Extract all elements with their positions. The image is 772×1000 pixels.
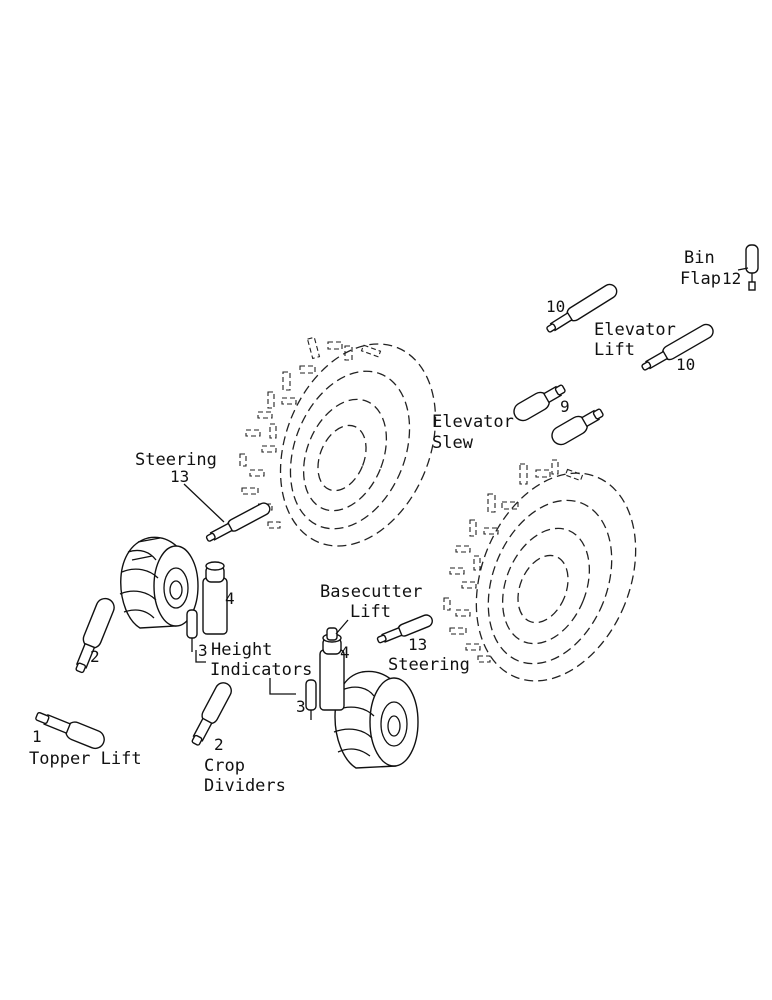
number-1: 1 — [32, 727, 42, 746]
label-elevator-lift-1: Elevator — [594, 320, 676, 340]
number-4-left: 4 — [225, 589, 235, 608]
number-10-upper: 10 — [546, 297, 566, 316]
cylinder-crop-bottom — [191, 682, 232, 746]
label-flap: Flap — [680, 269, 721, 289]
large-tire-left — [239, 336, 437, 547]
cylinder-topper-lift — [35, 711, 105, 750]
cylinder-elevator-lift-lower — [641, 323, 714, 371]
label-elevator-slew-2: Slew — [432, 433, 473, 453]
number-13-right: 13 — [408, 635, 428, 654]
cylinder-height-left — [186, 609, 198, 652]
label-basecutter-2: Lift — [350, 602, 391, 622]
cylinder-steering-left — [205, 502, 271, 542]
number-12: 12 — [722, 269, 742, 288]
cylinder-height-right — [305, 679, 317, 720]
number-9: 9 — [560, 397, 570, 416]
label-elevator-lift-2: Lift — [594, 340, 635, 360]
label-elevator-slew-1: Elevator — [432, 412, 514, 432]
cylinder-elevator-lift-upper — [546, 283, 618, 333]
number-2-bottom: 2 — [214, 735, 224, 754]
large-tire-right — [443, 459, 637, 682]
cylinder-basecutter-right — [319, 627, 345, 711]
small-tire-left — [119, 536, 199, 629]
cylinder-crop-left — [75, 597, 115, 674]
label-crop-1: Crop — [204, 756, 245, 776]
number-4-right: 4 — [340, 643, 350, 662]
number-13-left: 13 — [170, 467, 190, 486]
label-bin: Bin — [684, 248, 715, 268]
number-3-left: 3 — [198, 641, 208, 660]
number-3-right: 3 — [296, 697, 306, 716]
cylinder-steering-right — [376, 614, 433, 644]
label-basecutter-1: Basecutter — [320, 582, 423, 602]
label-steering-right: Steering — [388, 655, 470, 675]
label-height-1: Height — [211, 640, 273, 660]
cylinder-elevator-slew-lower — [551, 408, 604, 446]
label-height-2: Indicators — [210, 660, 313, 680]
number-2-left: 2 — [90, 647, 100, 666]
label-steering-left: Steering — [135, 450, 217, 470]
cylinder-elevator-slew-upper — [513, 384, 566, 422]
label-crop-2: Dividers — [204, 776, 286, 796]
leader-lines — [183, 267, 749, 695]
label-topper-lift: Topper Lift — [29, 749, 142, 769]
cylinder-basecutter-left — [202, 561, 228, 635]
cylinder-bin-flap — [745, 244, 759, 291]
small-tire-right — [333, 670, 419, 769]
number-10-lower: 10 — [676, 355, 696, 374]
tread-lugs-right — [443, 459, 584, 663]
